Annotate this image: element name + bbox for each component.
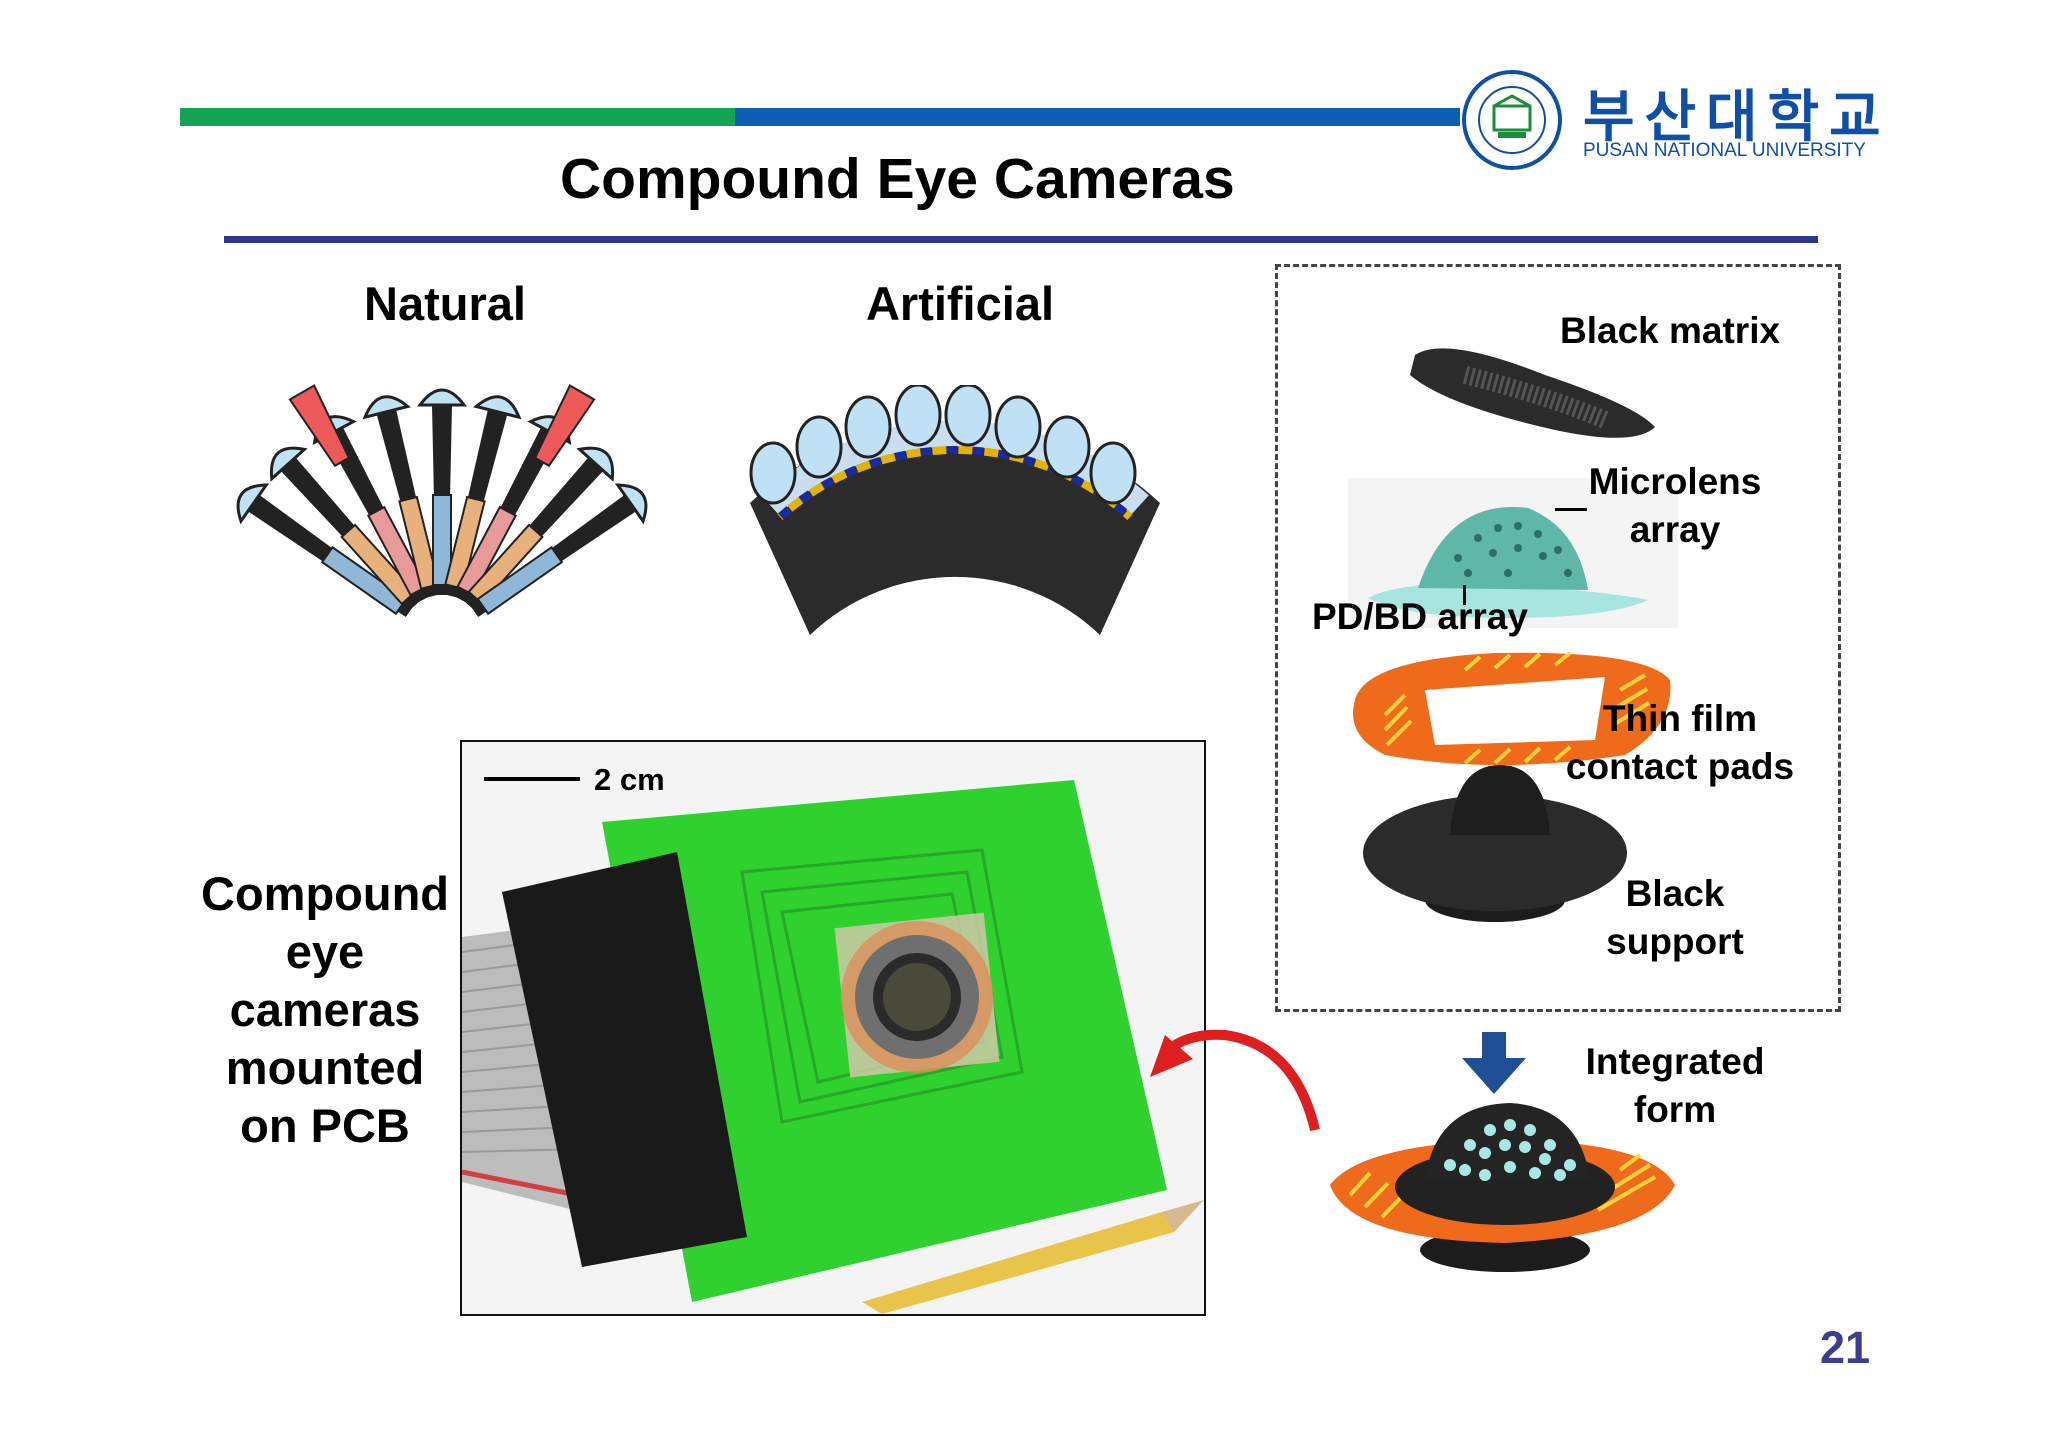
university-seal-logo [1462,70,1562,170]
light-ray-left [288,384,351,468]
microlens-array-layer [1348,478,1678,628]
thin-film-pads-layer [1353,651,1671,765]
ribbon-connector [502,852,747,1267]
integrated-form-label-line: Integrated [1585,1041,1765,1082]
thin-film-label-line: contact pads [1565,746,1795,787]
pd-bd-pointer [1463,585,1466,605]
microlens-bumps [749,385,1137,505]
pd-bd-label: PD/BD array [1312,596,1528,637]
black-support-label-line: Black [1625,873,1725,914]
thin-film-label-line: Thin film [1602,698,1758,739]
black-support-label-line: support [1606,921,1744,962]
exploded-view-box [1275,264,1841,1012]
university-name-korean: 부산대학교 [1583,85,1891,148]
black-support-label: Black support [1580,870,1770,966]
black-support-layer [1363,765,1627,922]
ommatidia-fan [236,388,648,617]
microlens-label-line: Microlens [1588,461,1762,502]
natural-compound-eye-illustration [236,384,648,617]
microlens-label-line: array [1629,509,1721,550]
integrated-form-label: Integrated form [1555,1038,1795,1134]
artificial-compound-eye-illustration [749,385,1160,635]
thin-film-label: Thin film contact pads [1540,695,1820,791]
header-bar-blue [735,108,1460,126]
integrated-form-layer [1330,1103,1675,1272]
side-caption-line: cameras [229,983,421,1036]
pencil [862,1212,1174,1314]
pcb-photo-drawing [462,742,1204,1314]
light-ray-right [533,384,596,468]
side-caption-line: mounted [225,1041,425,1094]
artificial-heading: Artificial [865,277,1055,330]
microlens-pointer [1555,508,1587,511]
integrated-form-label-line: form [1633,1089,1717,1130]
scale-bar [484,777,580,781]
university-name-english: PUSAN NATIONAL UNIVERSITY [1583,140,1866,161]
down-arrow-icon [1462,1032,1526,1094]
page-number: 21 [1820,1322,1871,1373]
slide-title: Compound Eye Cameras [560,147,1235,211]
scale-bar-label: 2 cm [594,762,665,797]
header-bar-green [180,108,735,126]
pcb-photo [460,740,1206,1316]
side-caption-line: eye [285,925,365,978]
black-matrix-layer [1410,348,1655,438]
side-caption: Compound eye cameras mounted on PCB [180,865,470,1155]
microlens-label: Microlens array [1580,458,1770,554]
side-caption-line: on PCB [240,1099,410,1152]
black-matrix-label: Black matrix [1560,310,1781,351]
side-caption-line: Compound [201,867,449,920]
natural-heading: Natural [364,277,526,330]
red-curved-arrow-icon [1150,1029,1320,1132]
title-rule [224,236,1818,243]
